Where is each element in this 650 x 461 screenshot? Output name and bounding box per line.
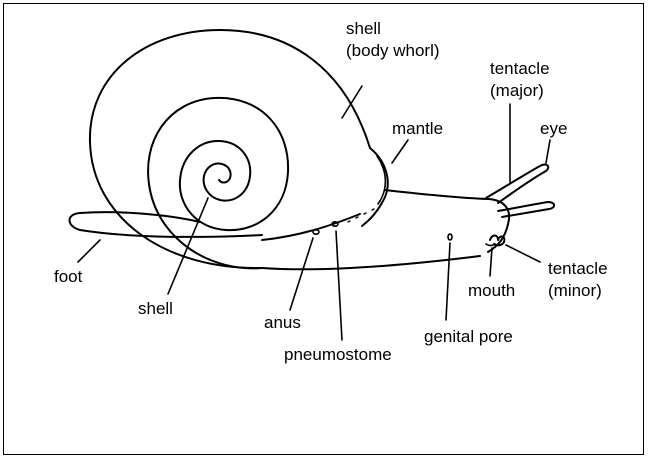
label-genital-pore: genital pore [424,326,513,347]
label-eye: eye [540,118,567,139]
label-mantle: mantle [392,118,443,139]
leader-pneumostome [336,231,342,340]
mouth-outline [486,244,495,246]
leader-shell-body-whorl [342,86,362,118]
genital-pore [448,234,452,240]
label-foot: foot [54,266,82,287]
shell-body-whorl [90,30,370,268]
label-shell-body-whorl-line2: (body whorl) [346,40,440,61]
snail-body-lower [262,214,360,240]
label-tentacle-minor-line1: tentacle [548,258,608,279]
leader-foot [78,240,100,262]
leader-mantle [392,140,408,163]
leader-shell [168,198,208,294]
label-tentacle-major-line1: tentacle [490,58,550,79]
tentacle-major-upper [486,165,548,203]
leader-tentacle-minor [506,245,540,262]
snail-body-top [385,190,509,252]
label-pneumostome: pneumostome [284,344,392,365]
shell-spiral [148,98,288,268]
label-shell: shell [138,298,173,319]
leader-eye [546,140,550,163]
snail-foot-base [262,256,480,269]
label-tentacle-major-line2: (major) [490,80,544,101]
label-mouth: mouth [468,280,515,301]
label-tentacle-minor-line2: (minor) [548,280,602,301]
leader-genital-pore [446,243,450,320]
tentacle-major-lower [498,202,554,217]
label-anus: anus [264,312,301,333]
label-shell-body-whorl-line1: shell [346,18,381,39]
leader-anus [290,238,313,310]
leader-mouth [490,248,492,276]
mantle-collar [362,148,388,226]
anus-pore [313,230,319,234]
